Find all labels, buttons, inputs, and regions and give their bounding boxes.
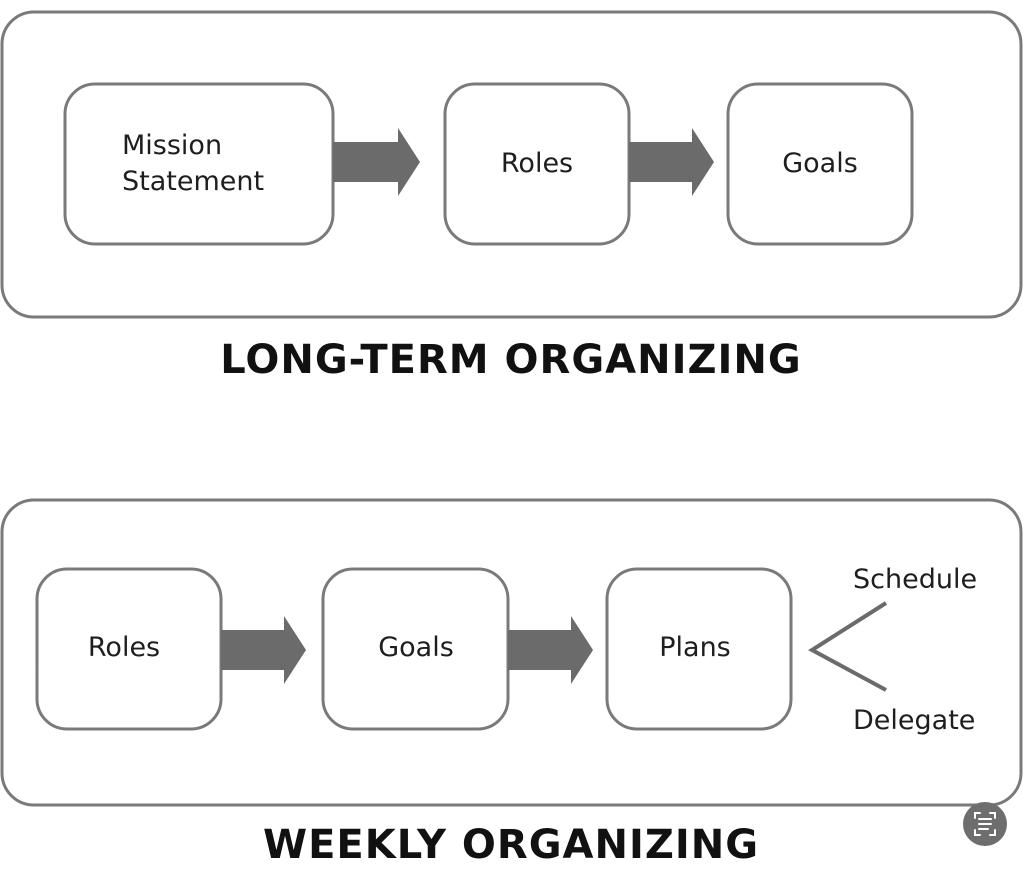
arrow-right-icon xyxy=(629,128,714,196)
arrow-right-icon xyxy=(508,616,593,684)
text-scan-button[interactable] xyxy=(963,802,1007,846)
long-term-panel: Mission Statement Roles Goals xyxy=(0,10,1023,319)
branch-lines xyxy=(808,601,888,692)
step-label: Statement xyxy=(122,166,264,197)
step-box xyxy=(63,82,335,246)
branch-delegate: Delegate xyxy=(853,705,975,736)
step-mission-statement: Mission Statement xyxy=(63,82,335,246)
step-label: Goals xyxy=(782,148,858,179)
step-label: Goals xyxy=(378,632,454,663)
panel-frame xyxy=(0,10,1023,319)
step-goals: Goals xyxy=(726,82,914,246)
weekly-title: WEEKLY ORGANIZING xyxy=(263,822,759,868)
step-label: Roles xyxy=(88,632,160,663)
step-goals: Goals xyxy=(321,567,510,731)
step-box xyxy=(605,567,793,731)
step-label: Plans xyxy=(659,632,731,663)
arrow-right-icon xyxy=(333,128,420,196)
panel-frame xyxy=(0,498,1023,807)
step-label: Roles xyxy=(501,148,573,179)
step-roles: Roles xyxy=(35,567,223,731)
arrow-right-icon xyxy=(221,616,306,684)
step-box xyxy=(726,82,914,246)
weekly-panel: Roles Goals Plans Schedule Delegate xyxy=(0,498,1023,807)
step-label: Mission xyxy=(122,130,222,161)
step-plans: Plans xyxy=(605,567,793,731)
step-roles: Roles xyxy=(443,82,631,246)
scan-text-icon xyxy=(974,812,996,836)
branch-schedule: Schedule xyxy=(853,564,977,595)
long-term-title: LONG-TERM ORGANIZING xyxy=(220,337,801,383)
